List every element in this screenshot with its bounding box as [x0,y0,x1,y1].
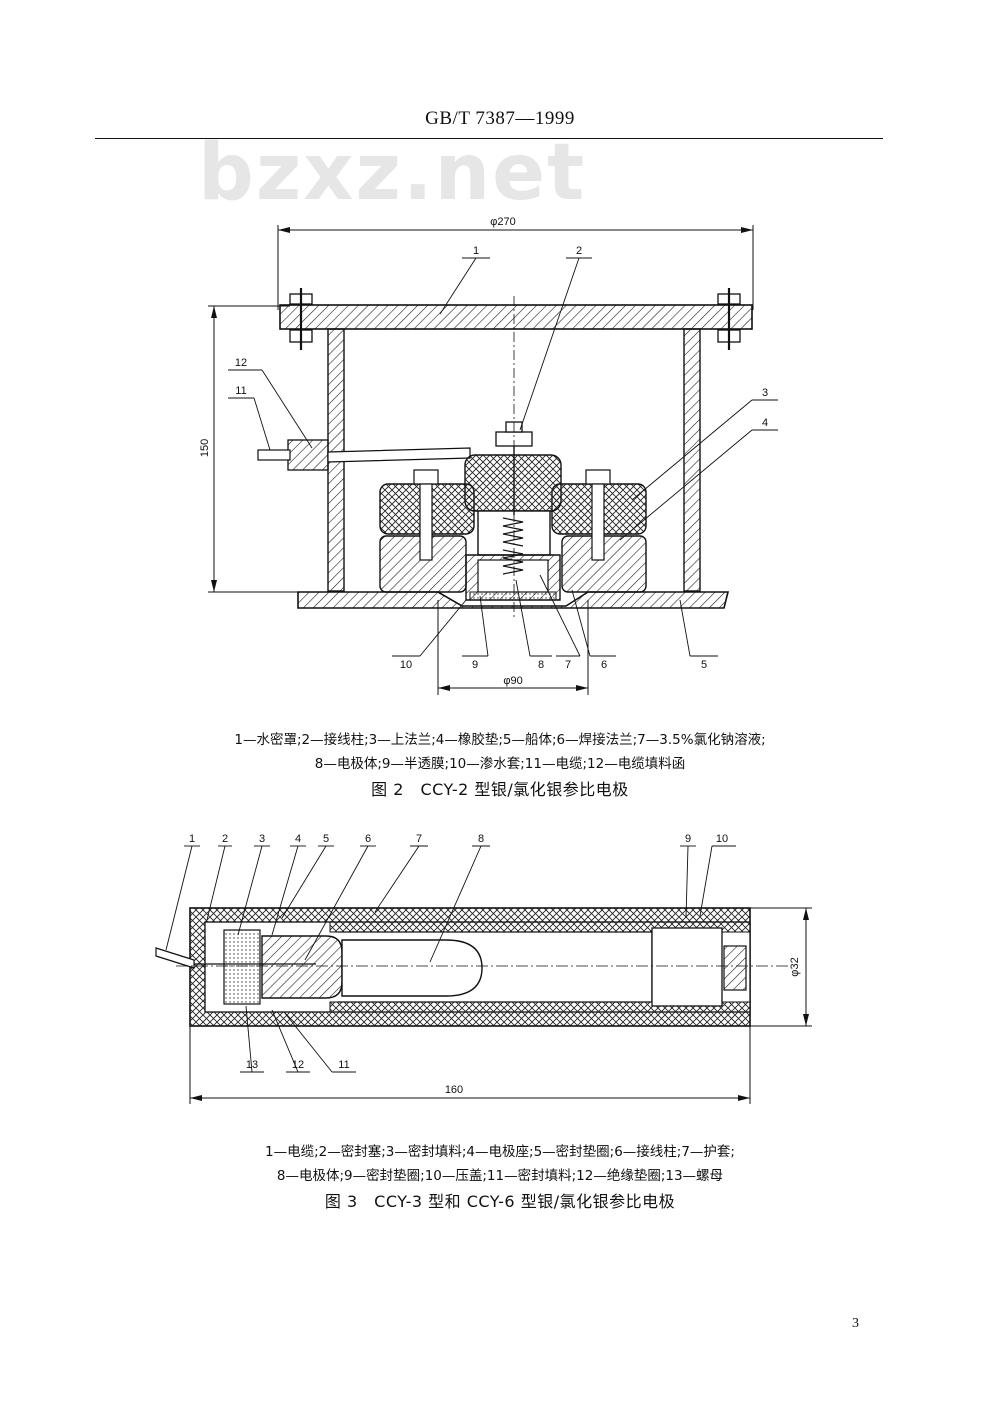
fig3-pressure-cap [651,927,723,1007]
fig2-callout-12: 12 [235,357,247,369]
fig2-membrane [469,591,557,601]
fig2-legend-line-1: 1—水密罩;2—接线柱;3—上法兰;4—橡胶垫;5—船体;6—焊接法兰;7—3.… [234,732,766,748]
fig2-spring [502,517,524,575]
fig3-dim-length: 160 [189,1026,751,1104]
fig2-dim-height-label: 150 [199,439,211,457]
fig3-liner-top [329,921,751,933]
fig3-callout-13: 13 [246,1059,258,1071]
fig2-callout-6: 6 [601,659,607,671]
fig3-dim-length-label: 160 [445,1084,463,1096]
fig3-dim-diameter: φ32 [750,907,812,1027]
fig2-callout-3: 3 [762,387,768,399]
standard-code-header: GB/T 7387—1999 [425,108,575,129]
fig2-callout-9: 9 [472,659,478,671]
fig2-cover-top [279,304,753,330]
fig2-callout-7: 7 [565,659,571,671]
fig3-seal-filler [223,929,261,1005]
fig2-electrode-cap [464,454,562,512]
fig2-leaders [228,257,778,657]
fig2-dim-diameter-label: φ270 [490,216,516,228]
fig2-dim-height: 150 [199,305,300,593]
fig2-corner-bolts [289,288,741,350]
fig3-dim-diameter-label: φ32 [789,957,801,976]
header-rule [95,138,883,139]
fig3-callout-10: 10 [716,833,728,845]
fig3-callout-4: 4 [295,833,301,845]
fig2-callout-11: 11 [235,385,246,397]
fig3-callout-3: 3 [259,833,265,845]
fig2-dim-diameter: φ270 [277,216,754,310]
fig3-callout-8: 8 [478,833,484,845]
fig2-legend-line-2: 8—电极体;9—半透膜;10—渗水套;11—电缆;12—电缆填料函 [314,756,686,772]
fig2-callout-10: 10 [400,659,412,671]
fig2-flange-bolts [413,469,611,561]
fig3-electrode-seat [261,935,343,999]
fig3-legend-line-2: 8—电极体;9—密封垫圈;10—压盖;11—密封填料;12—绝缘垫圈;13—螺母 [276,1168,724,1184]
fig2-cable-gland [257,439,471,471]
fig3-callout-12: 12 [292,1059,304,1071]
fig3-callout-5: 5 [323,833,329,845]
fig2-callout-5: 5 [701,659,707,671]
fig3-callout-1: 1 [189,833,195,845]
fig3-electrode-body [341,939,483,997]
fig3-title: 图 3 CCY-3 型和 CCY-6 型银/氯化银参比电极 [324,1192,676,1211]
fig2-callout-2: 2 [576,245,582,257]
fig2-dim-bottom: φ90 [437,600,589,695]
fig2-callout-1: 1 [473,245,479,257]
fig3-callout-9: 9 [685,833,691,845]
fig2-title: 图 2 CCY-2 型银/氯化银参比电极 [371,780,629,799]
fig2-solution [477,559,549,593]
page-number: 3 [852,1316,859,1331]
fig3-leaders [165,845,736,1073]
fig3-cap-end [723,945,747,991]
fig3-legend-line-1: 1—电缆;2—密封塞;3—密封填料;4—电极座;5—密封垫圈;6—接线柱;7—护… [265,1144,735,1160]
fig3-callout-11: 11 [338,1059,349,1071]
fig3-callout-2: 2 [222,833,228,845]
fig3-callout-7: 7 [416,833,422,845]
fig2-dim-bottom-label: φ90 [503,675,522,687]
fig2-callout-4: 4 [762,417,768,429]
fig3-callout-6: 6 [365,833,371,845]
fig2-wall-right [683,328,701,592]
fig2-callout-8: 8 [538,659,544,671]
watermark: bzxz.net [198,128,587,218]
fig3-cable [155,947,195,969]
